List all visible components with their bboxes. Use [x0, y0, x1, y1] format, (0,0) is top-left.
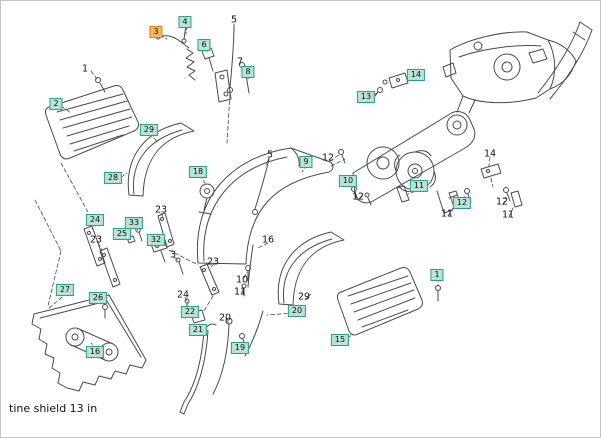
callout-3: 3	[169, 249, 177, 261]
callout-11[interactable]: 11	[409, 180, 429, 192]
callout-32[interactable]: 32	[146, 234, 166, 246]
callout-24[interactable]: 24	[85, 214, 105, 226]
callout-24: 24	[176, 289, 190, 301]
fender-art	[127, 122, 345, 357]
callout-11: 11	[440, 208, 454, 220]
right-tine-shield-art	[336, 267, 441, 336]
callout-25[interactable]: 25	[112, 228, 132, 240]
callout-13[interactable]: 13	[356, 91, 376, 103]
callout-19[interactable]: 19	[230, 342, 250, 354]
callout-14: 14	[483, 148, 497, 160]
callout-15[interactable]: 15	[330, 334, 350, 346]
callout-3[interactable]: 3	[149, 26, 163, 38]
callout-16[interactable]: 16	[85, 346, 105, 358]
callout-2[interactable]: 2	[49, 98, 63, 110]
callout-11: 11	[233, 286, 247, 298]
callout-23: 23	[154, 204, 168, 216]
callout-4[interactable]: 4	[178, 16, 192, 28]
callout-29[interactable]: 29	[139, 124, 159, 136]
callout-12: 12	[351, 191, 365, 203]
callout-20: 20	[218, 312, 232, 324]
callout-23: 23	[89, 234, 103, 246]
left-tine-shield-art	[44, 77, 139, 160]
callout-21[interactable]: 21	[188, 324, 208, 336]
callout-8[interactable]: 8	[241, 66, 255, 78]
bracket-cluster-art	[83, 212, 220, 313]
callout-26[interactable]: 26	[88, 292, 108, 304]
callout-5: 5	[266, 149, 274, 161]
callout-27[interactable]: 27	[55, 284, 75, 296]
callout-9[interactable]: 9	[299, 156, 313, 168]
callout-29: 29	[297, 291, 311, 303]
callout-12[interactable]: 12	[452, 197, 472, 209]
callout-11: 11	[501, 209, 515, 221]
callout-22[interactable]: 22	[180, 306, 200, 318]
callout-10: 10	[235, 274, 249, 286]
callout-1[interactable]: 1	[430, 269, 444, 281]
callout-20[interactable]: 20	[287, 305, 307, 317]
diagram-caption: tine shield 13 in	[9, 402, 98, 415]
callout-16: 16	[261, 234, 275, 246]
callout-1: 1	[81, 63, 89, 75]
callout-18[interactable]: 18	[188, 166, 208, 178]
callout-28[interactable]: 28	[103, 172, 123, 184]
callout-5: 5	[230, 14, 238, 26]
callout-14[interactable]: 14	[406, 69, 426, 81]
callout-7: 7	[236, 56, 244, 68]
callout-23: 23	[206, 256, 220, 268]
callout-10[interactable]: 10	[338, 175, 358, 187]
callout-33[interactable]: 33	[124, 217, 144, 229]
callout-6[interactable]: 6	[197, 39, 211, 51]
callout-12: 12	[321, 152, 335, 164]
callout-12: 12	[495, 196, 509, 208]
